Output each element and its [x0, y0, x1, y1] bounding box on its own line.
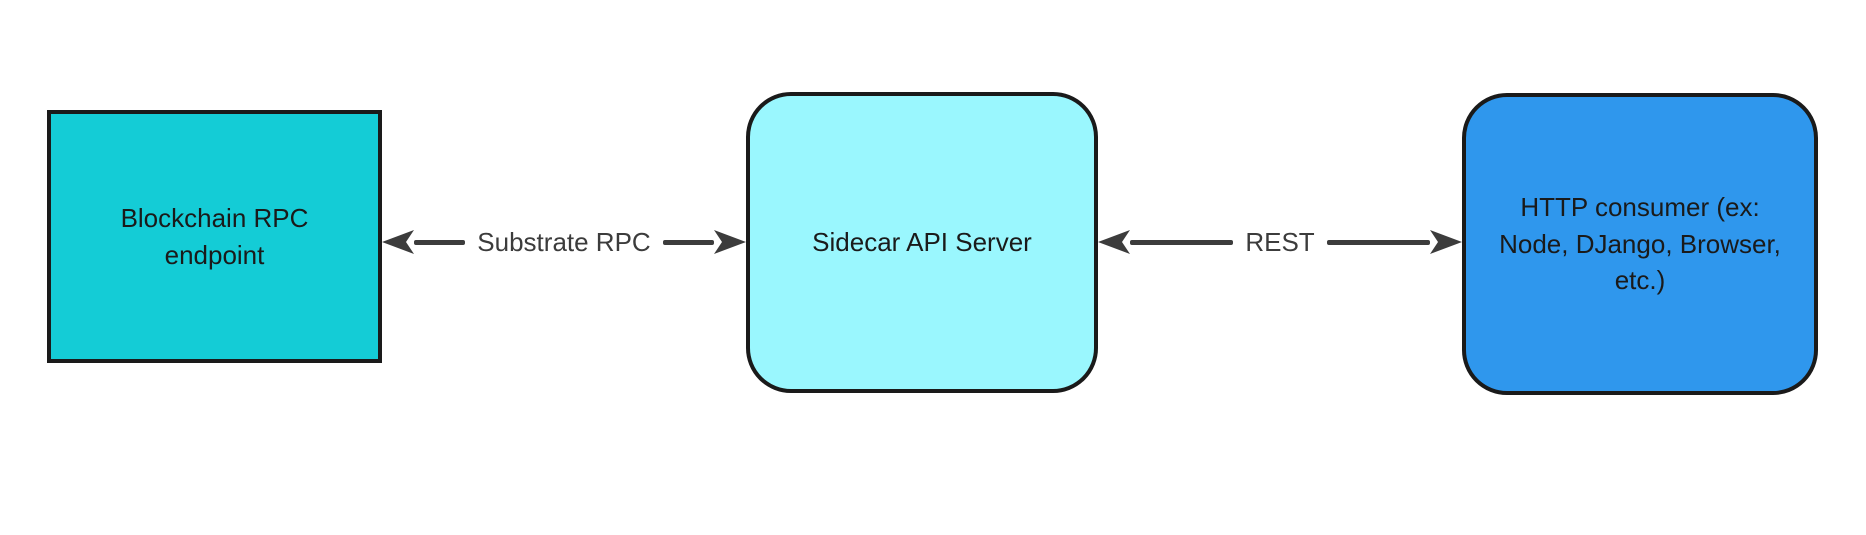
node-label-sidecar-api-server: Sidecar API Server — [812, 227, 1032, 258]
edge-line-segment — [662, 239, 714, 245]
node-http-consumer: HTTP consumer (ex: Node, DJango, Browser… — [1462, 93, 1818, 395]
edge-line-segment — [414, 239, 466, 245]
node-label-blockchain-rpc-endpoint: Blockchain RPC endpoint — [120, 202, 309, 270]
edge-rest: REST — [1098, 222, 1462, 262]
node-sidecar-api-server: Sidecar API Server — [746, 92, 1098, 393]
node-label-http-consumer: HTTP consumer (ex: Node, DJango, Browser… — [1499, 191, 1781, 296]
arrowhead-left-icon — [382, 230, 414, 254]
arrowhead-right-icon — [714, 230, 746, 254]
edge-substrate-rpc: Substrate RPC — [382, 222, 746, 262]
node-blockchain-rpc-endpoint: Blockchain RPC endpoint — [47, 110, 382, 363]
edge-label-rest: REST — [1233, 226, 1327, 258]
arrowhead-right-icon — [1430, 230, 1462, 254]
edge-label-substrate-rpc: Substrate RPC — [465, 226, 663, 258]
edge-line-segment — [1130, 239, 1234, 245]
edge-line-segment — [1326, 239, 1430, 245]
arrowhead-left-icon — [1098, 230, 1130, 254]
